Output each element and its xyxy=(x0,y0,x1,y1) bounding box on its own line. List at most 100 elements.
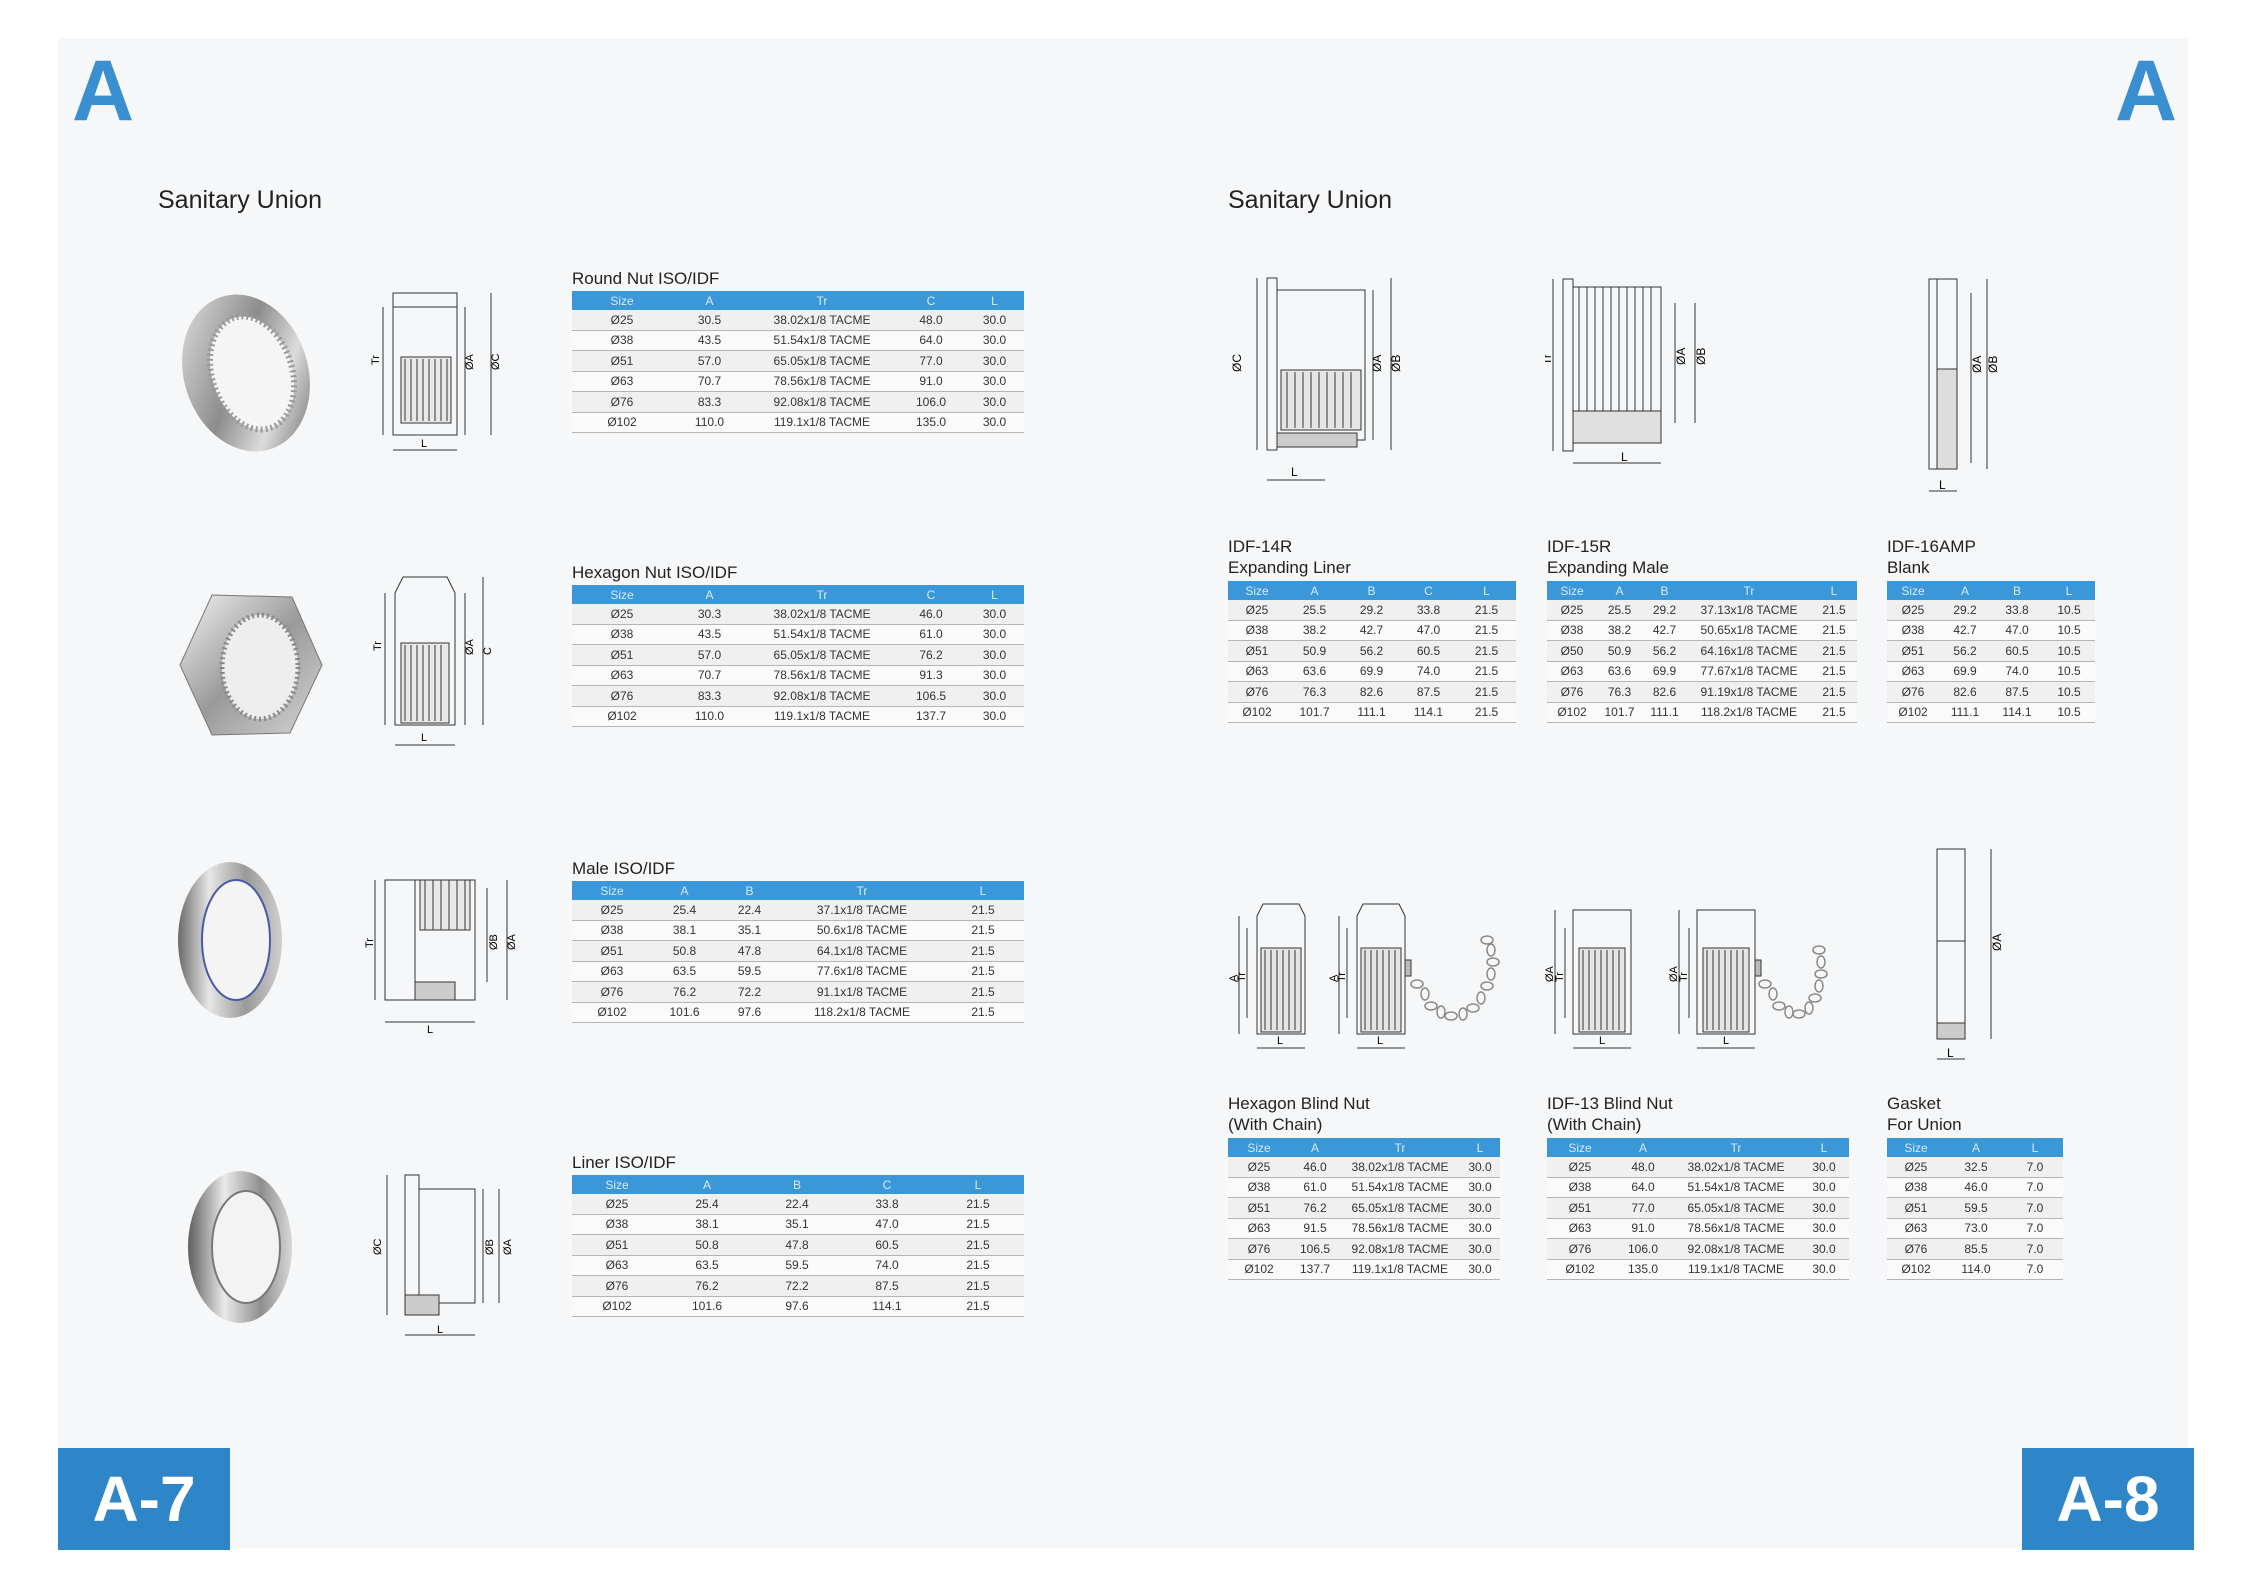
table-cell: 21.5 xyxy=(1811,640,1857,662)
table-cell: 21.5 xyxy=(942,981,1024,1003)
svg-text:ØA: ØA xyxy=(1545,965,1556,982)
table-cell: 30.0 xyxy=(965,685,1024,707)
table-cell: 38.1 xyxy=(662,1214,752,1235)
table-cell: 21.5 xyxy=(1457,702,1516,723)
table-cell: 47.8 xyxy=(752,1234,842,1256)
table-cell: 69.9 xyxy=(1939,661,1991,682)
svg-text:C: C xyxy=(482,647,494,655)
col-header: A xyxy=(1613,1138,1673,1157)
table-cell: 7.0 xyxy=(2007,1197,2063,1219)
col-header: Size xyxy=(1228,1138,1290,1157)
table-cell: 82.6 xyxy=(1939,681,1991,703)
table-cell: 87.5 xyxy=(842,1275,932,1297)
table-cell: Ø76 xyxy=(572,685,672,707)
table-cell: 30.0 xyxy=(965,391,1024,413)
table-cell: 7.0 xyxy=(2007,1157,2063,1178)
table-cell: Ø38 xyxy=(1228,620,1286,641)
table-cell: Ø38 xyxy=(572,330,672,351)
col-header: A xyxy=(1597,581,1642,600)
table-cell: Ø25 xyxy=(1547,600,1597,621)
table-cell: 114.0 xyxy=(1945,1259,2007,1280)
table-cell: Ø38 xyxy=(1887,1177,1945,1198)
svg-text:A: A xyxy=(1328,974,1340,982)
table-cell: Ø76 xyxy=(1547,681,1597,703)
table-cell: 91.19x1/8 TACME xyxy=(1687,681,1811,703)
table-cell: 87.5 xyxy=(1400,681,1457,703)
table-cell: Ø76 xyxy=(572,1275,662,1297)
table-cell: 38.02x1/8 TACME xyxy=(747,310,897,331)
table-cell: 21.5 xyxy=(932,1255,1024,1276)
table-cell: Ø38 xyxy=(1228,1177,1290,1198)
table-cell: 91.0 xyxy=(1613,1218,1673,1239)
table-cell: 33.8 xyxy=(1400,600,1457,621)
table-cell: 30.0 xyxy=(965,604,1024,625)
col-header: L xyxy=(942,881,1024,900)
table-cell: 22.4 xyxy=(752,1194,842,1215)
table-cell: 51.54x1/8 TACME xyxy=(747,330,897,351)
idf16amp-drawing: ØA ØB L xyxy=(1928,278,2000,492)
table-cell: 30.0 xyxy=(965,644,1024,666)
col-header: Size xyxy=(1887,1138,1945,1157)
svg-text:Tr: Tr xyxy=(1678,972,1690,982)
svg-text:ØC: ØC xyxy=(372,1238,384,1255)
gasket-title: Gasket For Union xyxy=(1887,1093,1962,1135)
table-cell: 74.0 xyxy=(1991,661,2043,682)
table-cell: 35.1 xyxy=(752,1214,842,1235)
col-header: A xyxy=(672,291,747,310)
table-cell: 76.2 xyxy=(662,1275,752,1297)
table-cell: Ø63 xyxy=(1547,1218,1613,1239)
table-cell: Ø102 xyxy=(572,412,672,433)
table-cell: Ø102 xyxy=(572,1002,652,1023)
table-cell: 64.16x1/8 TACME xyxy=(1687,640,1811,662)
table-cell: Ø38 xyxy=(1547,1177,1613,1198)
table-cell: 135.0 xyxy=(1613,1259,1673,1280)
svg-text:ØA: ØA xyxy=(1990,934,2004,951)
col-header: Tr xyxy=(747,291,897,310)
svg-text:L: L xyxy=(421,732,427,744)
svg-text:ØA: ØA xyxy=(1668,965,1680,982)
col-header: A xyxy=(672,585,747,604)
page-title-right: Sanitary Union xyxy=(1228,186,1392,214)
idf15r-title: IDF-15R Expanding Male xyxy=(1547,536,1669,578)
table-cell: 56.2 xyxy=(1343,640,1400,662)
table-cell: 135.0 xyxy=(897,412,965,433)
table-cell: 30.0 xyxy=(1460,1218,1500,1239)
table-cell: 21.5 xyxy=(1457,600,1516,621)
svg-text:L: L xyxy=(1291,465,1298,479)
table-cell: Ø63 xyxy=(1228,1218,1290,1239)
table-cell: 60.5 xyxy=(1400,640,1457,662)
table-cell: 10.5 xyxy=(2043,640,2095,662)
svg-text:ØA: ØA xyxy=(502,1238,514,1255)
table-cell: 83.3 xyxy=(672,391,747,413)
svg-text:ØA: ØA xyxy=(464,353,476,370)
col-header: B xyxy=(717,881,782,900)
table-cell: 47.0 xyxy=(1400,620,1457,641)
table-cell: 70.7 xyxy=(672,665,747,686)
table-cell: Ø102 xyxy=(1887,702,1939,723)
table-cell: Ø63 xyxy=(572,1255,662,1276)
table-cell: 50.6x1/8 TACME xyxy=(782,920,942,941)
male-drawing: Tr ØB ØA L xyxy=(365,879,518,1035)
table-cell: 61.0 xyxy=(897,624,965,645)
table-cell: Ø51 xyxy=(1887,640,1939,662)
table-cell: Ø102 xyxy=(1547,702,1597,723)
table-cell: 10.5 xyxy=(2043,661,2095,682)
table-cell: 64.1x1/8 TACME xyxy=(782,940,942,962)
svg-text:L: L xyxy=(1599,1035,1605,1047)
col-header: Tr xyxy=(747,585,897,604)
table-cell: 30.0 xyxy=(965,412,1024,433)
